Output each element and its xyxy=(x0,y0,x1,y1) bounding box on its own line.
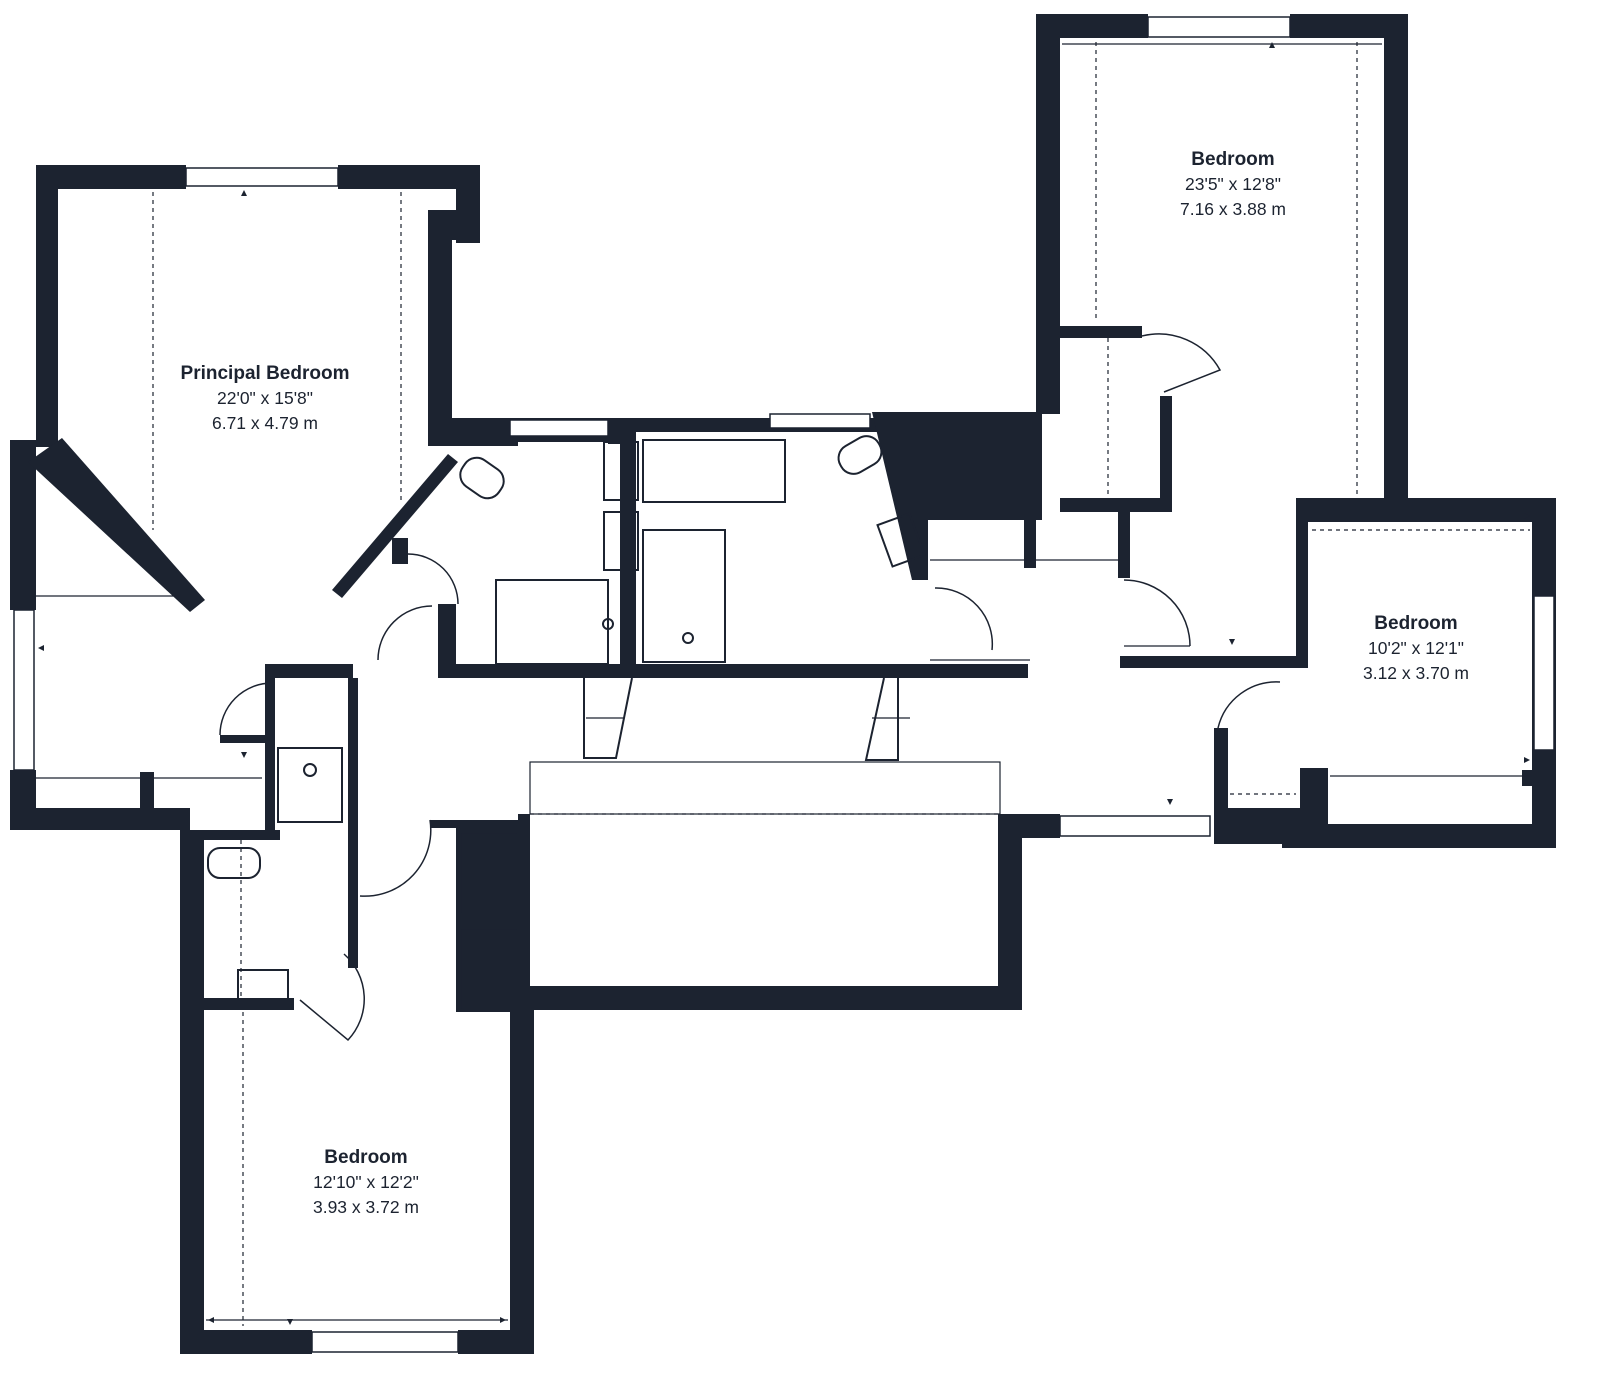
room-dimensions-metric: 3.93 x 3.72 m xyxy=(312,1197,420,1217)
room-label-bedroom-sw: Bedroom 12'10" x 12'2" 3.93 x 3.72 m xyxy=(313,1146,419,1220)
room-dimensions-imperial: 10'2" x 12'1" xyxy=(1368,638,1464,658)
dimension-ticks xyxy=(38,42,1530,1325)
room-dimensions-imperial: 12'10" x 12'2" xyxy=(313,1172,419,1192)
bedroom-e-walls xyxy=(1120,498,1556,848)
bathroom-walls xyxy=(428,412,1042,678)
room-name: Bedroom xyxy=(1374,613,1458,634)
bedroom-ne-walls xyxy=(1036,14,1408,514)
room-dimensions-imperial: 22'0" x 15'8" xyxy=(217,388,313,408)
room-dimensions-metric: 7.16 x 3.88 m xyxy=(1179,199,1287,219)
ensuite-walls xyxy=(180,747,365,1354)
room-name: Principal Bedroom xyxy=(180,363,350,384)
room-label-bedroom-e: Bedroom 10'2" x 12'1" 3.12 x 3.70 m xyxy=(1363,612,1469,686)
principal-bedroom-walls xyxy=(10,165,518,830)
bedroom-sw-walls xyxy=(180,1000,534,1354)
room-name: Bedroom xyxy=(1191,149,1275,170)
room-label-bedroom-ne: Bedroom 23'5" x 12'8" 7.16 x 3.88 m xyxy=(1180,148,1286,222)
landing-walls xyxy=(348,512,1211,1012)
room-name: Bedroom xyxy=(324,1147,408,1168)
room-dimensions-metric: 6.71 x 4.79 m xyxy=(211,413,319,433)
room-dimensions-imperial: 23'5" x 12'8" xyxy=(1185,174,1281,194)
room-dimensions-metric: 3.12 x 3.70 m xyxy=(1362,663,1470,683)
room-label-principal-bedroom: Principal Bedroom 22'0" x 15'8" 6.71 x 4… xyxy=(181,362,350,436)
